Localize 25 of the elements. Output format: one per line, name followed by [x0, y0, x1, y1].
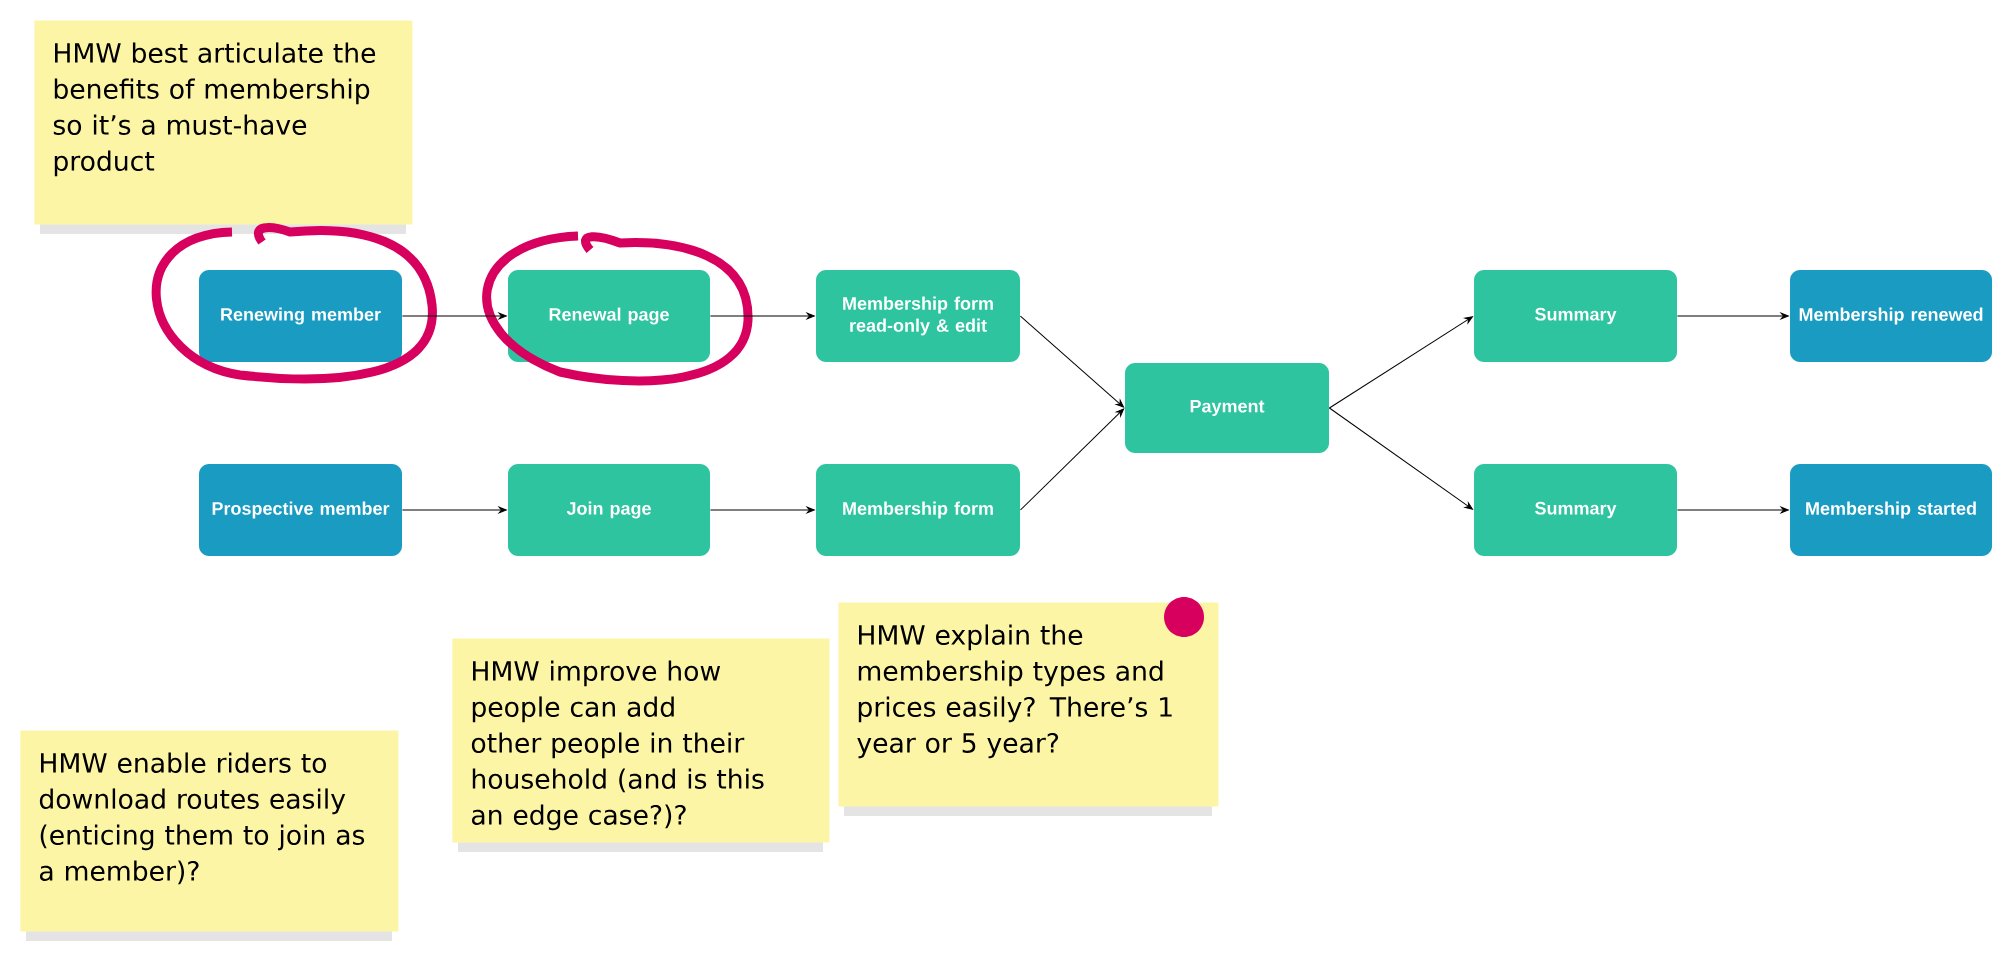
sticky-note: HMW enable riders to download routes easily (enticing them to join as a member)? — [20, 730, 399, 941]
process-box: Renewal page — [508, 270, 710, 362]
actor-box: Renewing member — [199, 270, 402, 362]
arrow — [709, 506, 815, 514]
sticky-note: HMW improve how people can add other people in their household (and is this an edge case?)? — [452, 638, 830, 852]
process-box: Join page — [508, 464, 710, 556]
actor-box: Membership renewed — [1790, 270, 1993, 362]
arrow — [1019, 408, 1125, 511]
process-box: Payment — [1125, 363, 1329, 453]
actor-box: Prospective member — [199, 464, 402, 556]
sticky-note: HMW best articulate the benefits of membership so it’s a must-have product — [34, 20, 413, 234]
process-box: Summary — [1474, 464, 1678, 556]
arrow — [1328, 316, 1473, 409]
arrow — [1676, 506, 1789, 514]
arrow — [709, 312, 815, 320]
arrow — [1676, 312, 1789, 320]
actor-box: Membership started — [1790, 464, 1993, 556]
arrow — [401, 312, 507, 320]
process-box: Summary — [1474, 270, 1678, 362]
process-box: Membership form read-only & edit — [816, 270, 1020, 362]
arrow — [401, 506, 507, 514]
arrow — [1328, 407, 1473, 510]
sticky-note: HMW explain the membership types and prices easily? There’s 1 year or 5 year? — [838, 602, 1219, 816]
process-box: Membership form — [816, 464, 1020, 556]
arrow — [1019, 315, 1125, 408]
